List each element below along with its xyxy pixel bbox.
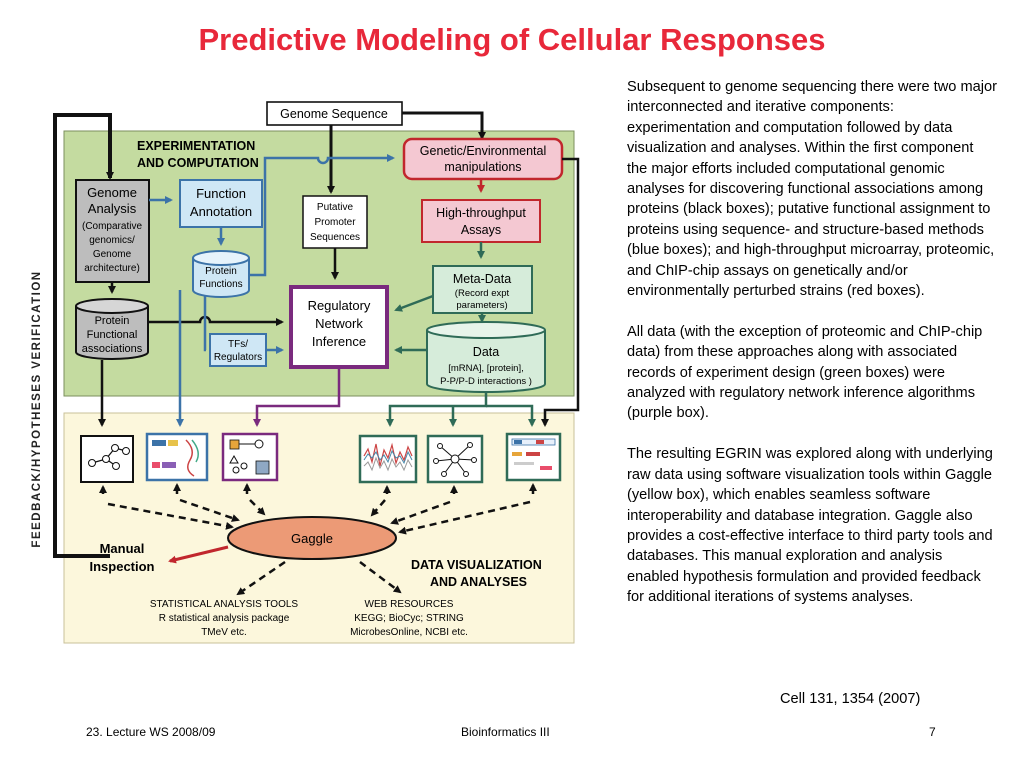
gaggle-ellipse[interactable]: [227, 516, 397, 560]
genome-analysis-line-5: Genome: [93, 249, 132, 260]
description-paragraph-3: The resulting EGRIN was explored along w…: [627, 446, 993, 606]
slide-title: Predictive Modeling of Cellular Response…: [198, 22, 826, 57]
regulatory-network-line-1: Regulatory: [308, 298, 371, 313]
web-resources-line-3: MicrobesOnline, NCBI etc.: [350, 627, 468, 638]
manual-inspection-line-2: Inspection: [89, 559, 154, 574]
high-throughput-box: [421, 199, 541, 243]
expression-plot-icon: [358, 434, 418, 484]
citation: Cell 131, 1354 (2007): [780, 691, 921, 707]
experimentation-title-2: AND COMPUTATION: [137, 156, 259, 170]
data-vis-title-2: AND ANALYSES: [430, 575, 527, 589]
description-paragraph-2: All data (with the exception of proteomi…: [627, 323, 983, 422]
genetic-env-line-2: manipulations: [444, 160, 521, 174]
protein-functional-line-1: Protein: [95, 315, 130, 327]
stat-tools-line-3: TMeV etc.: [201, 627, 247, 638]
meta-data-line-1: Meta-Data: [453, 272, 511, 286]
genome-analysis-line-2: Analysis: [88, 201, 137, 216]
footer-course: Bioinformatics III: [461, 725, 550, 739]
putative-promoter-line-1: Putative: [317, 202, 354, 213]
description-paragraph-1: Subsequent to genome sequencing there we…: [627, 79, 997, 300]
network-graph-icon: [80, 435, 134, 483]
footer-lecture: 23. Lecture WS 2008/09: [86, 725, 216, 739]
putative-promoter-line-2: Promoter: [314, 217, 356, 228]
web-resources-line-1: WEB RESOURCES: [365, 599, 454, 610]
data-cylinder: [426, 321, 546, 393]
protein-functional-line-3: associations: [82, 343, 143, 355]
sequence-annotation-icon: [145, 432, 209, 482]
gaggle-label: Gaggle: [291, 531, 333, 546]
regulatory-network-line-2: Network: [315, 316, 363, 331]
footer-page-number: 7: [929, 725, 936, 739]
meta-data-line-2: (Record expt: [455, 288, 510, 299]
hub-network-icon: [426, 434, 484, 484]
tfs-regulators-line-1: TFs/: [228, 339, 248, 350]
protein-functional-associations-cylinder: [75, 298, 149, 360]
protein-functional-line-2: Functional: [87, 329, 138, 341]
data-line-3: P-P/P-D interactions ): [440, 376, 532, 387]
genome-analysis-line-6: architecture): [84, 263, 140, 274]
experimentation-title-1: EXPERIMENTATION: [137, 139, 255, 153]
regulatory-elements-icon: [221, 432, 279, 482]
function-annotation-line-2: Annotation: [190, 204, 252, 219]
function-annotation-line-1: Function: [196, 186, 246, 201]
regulatory-network-box: [289, 285, 389, 369]
regulatory-network-line-3: Inference: [312, 334, 366, 349]
genome-analysis-line-1: Genome: [87, 185, 137, 200]
genome-analysis-line-3: (Comparative: [82, 221, 142, 232]
web-resources-line-2: KEGG; BioCyc; STRING: [354, 613, 464, 624]
data-line-2: [mRNA], [protein],: [448, 363, 524, 374]
genome-analysis-box: [75, 179, 150, 283]
high-throughput-line-2: Assays: [461, 223, 501, 237]
manual-inspection-line-1: Manual: [100, 541, 145, 556]
putative-promoter-box: [302, 195, 368, 249]
genome-sequence-label: Genome Sequence: [280, 107, 388, 121]
tfs-regulators-box: [209, 333, 267, 367]
protein-functions-line-1: Protein: [205, 266, 237, 277]
meta-data-line-3: parameters): [456, 300, 507, 311]
protein-functions-cylinder: [192, 250, 250, 298]
data-vis-title-1: DATA VISUALIZATION: [411, 558, 542, 572]
tfs-regulators-line-2: Regulators: [214, 352, 262, 363]
data-line-1: Data: [473, 345, 499, 359]
description-text: Subsequent to genome sequencing there we…: [627, 77, 997, 608]
protein-functions-line-2: Functions: [199, 279, 242, 290]
putative-promoter-line-3: Sequences: [310, 232, 360, 243]
feedback-label: FEEDBACK/HYPOTHESES VERIFICATION: [31, 270, 43, 547]
stat-tools-line-1: STATISTICAL ANALYSIS TOOLS: [150, 599, 299, 610]
genome-analysis-line-4: genomics/: [89, 235, 135, 246]
heatmap-table-icon: [505, 432, 562, 482]
stat-tools-line-2: R statistical analysis package: [159, 613, 290, 624]
genetic-env-line-1: Genetic/Environmental: [420, 144, 546, 158]
high-throughput-line-1: High-throughput: [436, 206, 526, 220]
workflow-diagram: FEEDBACK/HYPOTHESES VERIFICATION Genome …: [31, 101, 580, 644]
